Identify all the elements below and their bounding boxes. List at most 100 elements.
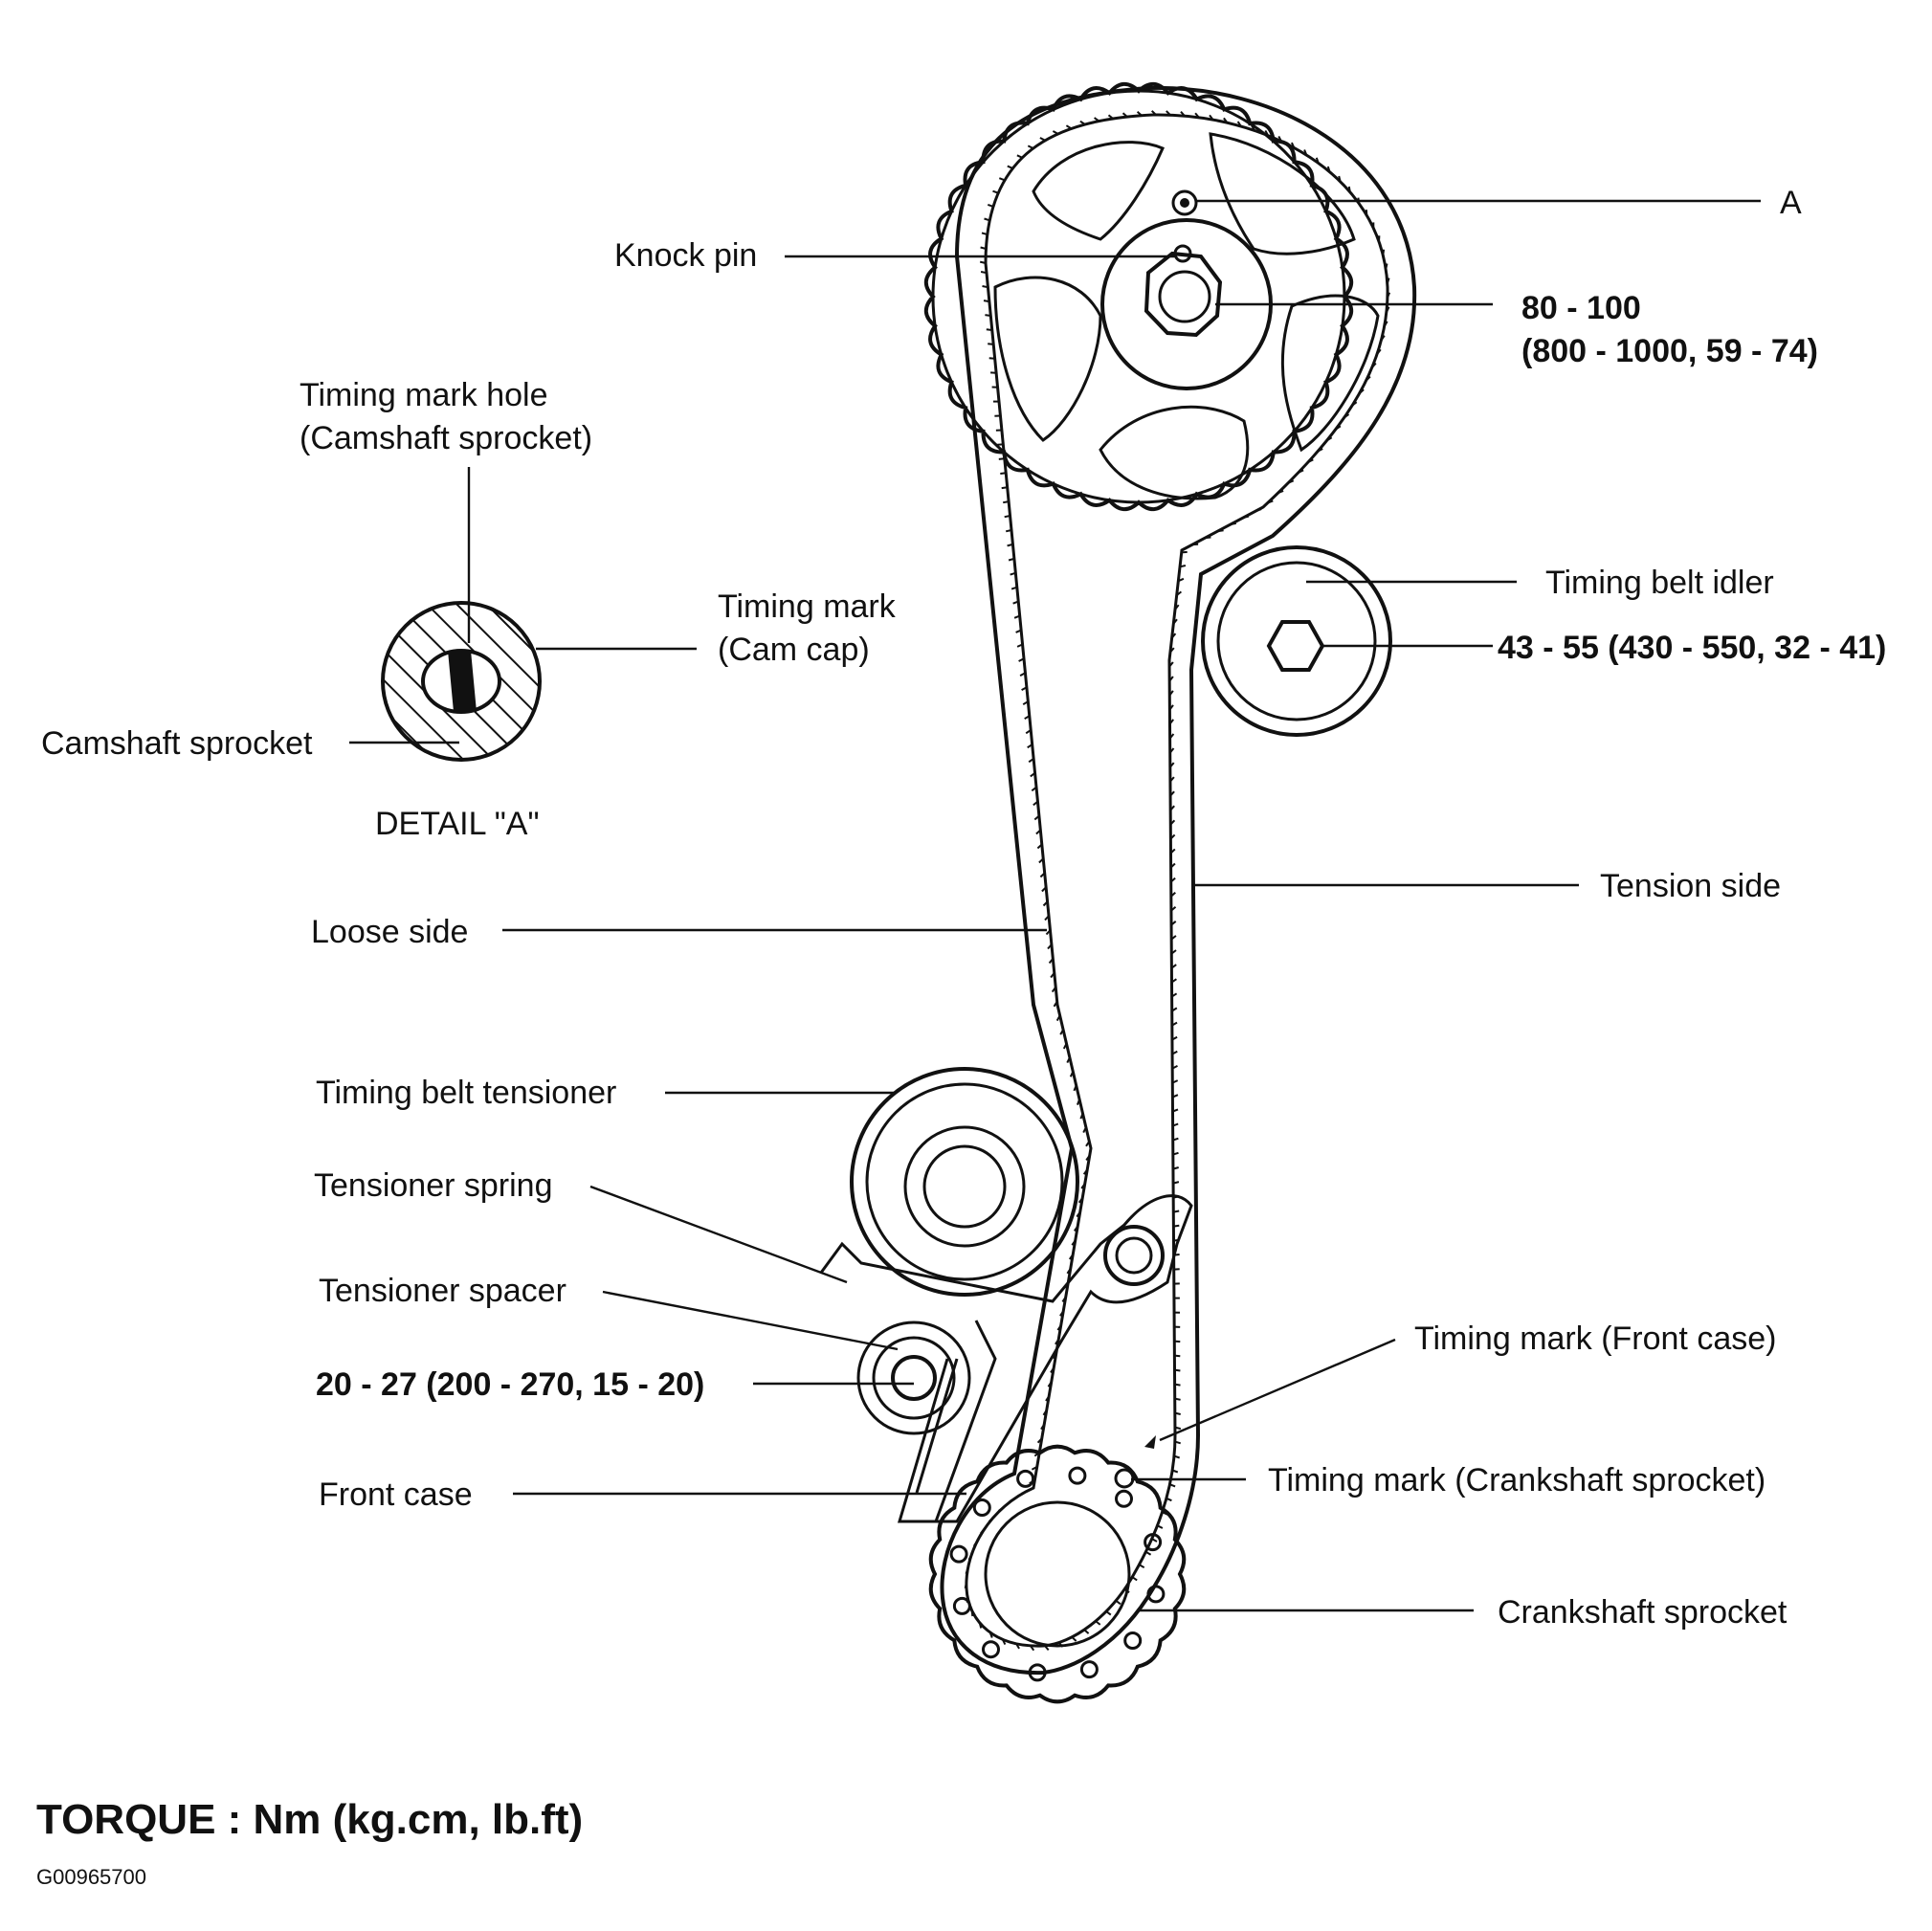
belt-tooth [1172, 1108, 1179, 1113]
belt-tooth [1170, 905, 1177, 912]
belt-tooth [1385, 263, 1388, 270]
sprocket-hole [1079, 1660, 1099, 1679]
belt-tooth [1045, 929, 1052, 936]
belt-tooth [1255, 508, 1262, 512]
belt-tooth [967, 1554, 973, 1561]
belt-tooth [1168, 733, 1175, 740]
timing-belt-idler [1201, 545, 1392, 737]
belt-tooth [1169, 762, 1175, 768]
belt-tooth [1169, 776, 1175, 783]
label-cam-torque-1: 80 - 100 [1521, 290, 1641, 326]
belt-tooth [1066, 1056, 1071, 1064]
belt-tooth [1178, 577, 1185, 583]
belt-tooth [972, 1541, 979, 1547]
belt-tooth [1170, 891, 1176, 898]
label-timing-mark-front-case: Timing mark (Front case) [1414, 1321, 1776, 1357]
belt-tooth [1172, 1137, 1179, 1142]
belt-tooth [1015, 629, 1022, 633]
belt-tooth [1016, 154, 1023, 159]
belt-tooth [1044, 1645, 1050, 1652]
belt-tooth [982, 285, 988, 289]
belt-tooth [1180, 111, 1186, 117]
belt-tooth [1236, 121, 1242, 127]
belt-tooth [1021, 686, 1028, 691]
belt-tooth [1055, 1014, 1061, 1022]
belt-tooth [1095, 1620, 1101, 1626]
belt-tooth [1005, 529, 1012, 533]
belt-tooth [1290, 142, 1296, 148]
sprocket-teeth [928, 1444, 1187, 1704]
belt-tooth [1171, 1021, 1178, 1027]
belt-tooth [1209, 114, 1214, 121]
belt-tooth [1136, 110, 1143, 117]
belt-tooth [1173, 1454, 1181, 1459]
belt-tooth [1326, 166, 1331, 173]
belt-tooth [981, 232, 988, 236]
belt-tooth [1069, 1071, 1075, 1077]
belt-tooth [1169, 819, 1176, 826]
belt-tooth [1166, 110, 1171, 116]
belt-tooth [1008, 557, 1015, 562]
belt-tooth [988, 1517, 994, 1522]
belt-tooth [1174, 1340, 1181, 1343]
sprocket-hole [1115, 1489, 1133, 1508]
belt-tooth [1082, 1168, 1089, 1175]
belt-tooth [998, 177, 1006, 182]
label-a: A [1780, 185, 1802, 221]
belt-tooth [1085, 1141, 1091, 1147]
belt-tooth [1012, 600, 1019, 605]
belt-tooth [1022, 700, 1029, 706]
belt-tooth [1172, 618, 1178, 625]
label-timing-mark-hole-2: (Camshaft sprocket) [300, 420, 592, 456]
belt-tooth [1082, 1126, 1087, 1134]
belt-tooth [1205, 536, 1211, 540]
belt-tooth [1168, 747, 1175, 754]
belt-tooth [1171, 1035, 1178, 1041]
belt-tooth [1371, 362, 1377, 368]
belt-tooth [1171, 992, 1178, 998]
belt-tooth [1131, 1576, 1138, 1582]
belt-tooth [965, 1567, 969, 1575]
belt-tooth [1168, 690, 1174, 697]
belt-tooth [1068, 1254, 1075, 1260]
belt-tooth [1170, 964, 1177, 969]
belt-tooth [1382, 249, 1386, 255]
belt-tooth [1071, 1239, 1077, 1246]
belt-tooth [1169, 790, 1175, 797]
tensioner-bracket [819, 1194, 1193, 1523]
sprocket-hole [1144, 1533, 1163, 1552]
belt-tooth [1107, 114, 1114, 120]
belt-tooth [1050, 972, 1055, 979]
sprocket-hole [949, 1544, 968, 1564]
belt-tooth [1065, 124, 1073, 130]
belt-tooth [1016, 643, 1024, 648]
belt-tooth [1326, 436, 1333, 442]
belt-tooth [1317, 448, 1323, 453]
belt-tooth [1105, 1610, 1112, 1616]
belt-tooth [1359, 388, 1365, 394]
belt-tooth [1170, 921, 1177, 926]
belt-tooth [1171, 1079, 1179, 1084]
belt-tooth [1021, 1490, 1028, 1495]
belt-tooth [1166, 1497, 1172, 1502]
belt-tooth [978, 1622, 983, 1629]
camshaft-sprocket [923, 81, 1380, 512]
label-camshaft-sprocket: Camshaft sprocket [41, 725, 313, 762]
labels: A Knock pin 80 - 100 (800 - 1000, 59 - 7… [36, 185, 1886, 1889]
sprocket-hole [1146, 1585, 1166, 1604]
belt-tooth [1053, 1001, 1058, 1008]
belt-tooth [1077, 1197, 1084, 1204]
belt-tooth [1168, 661, 1174, 668]
belt-tooth [985, 314, 991, 317]
belt-tooth [1335, 425, 1342, 431]
belt-tooth [1230, 522, 1236, 525]
belt-tooth [1173, 1224, 1180, 1228]
belt-tooth [1121, 112, 1128, 118]
belt-tooth [1028, 758, 1034, 764]
belt-tooth [1174, 1426, 1182, 1431]
belt-tooth [1151, 1538, 1158, 1543]
belt-tooth [1010, 586, 1018, 590]
sprocket-hole [1068, 1466, 1087, 1485]
leader-lines [349, 199, 1761, 1612]
label-tensioner-spacer: Tensioner spacer [319, 1273, 566, 1309]
